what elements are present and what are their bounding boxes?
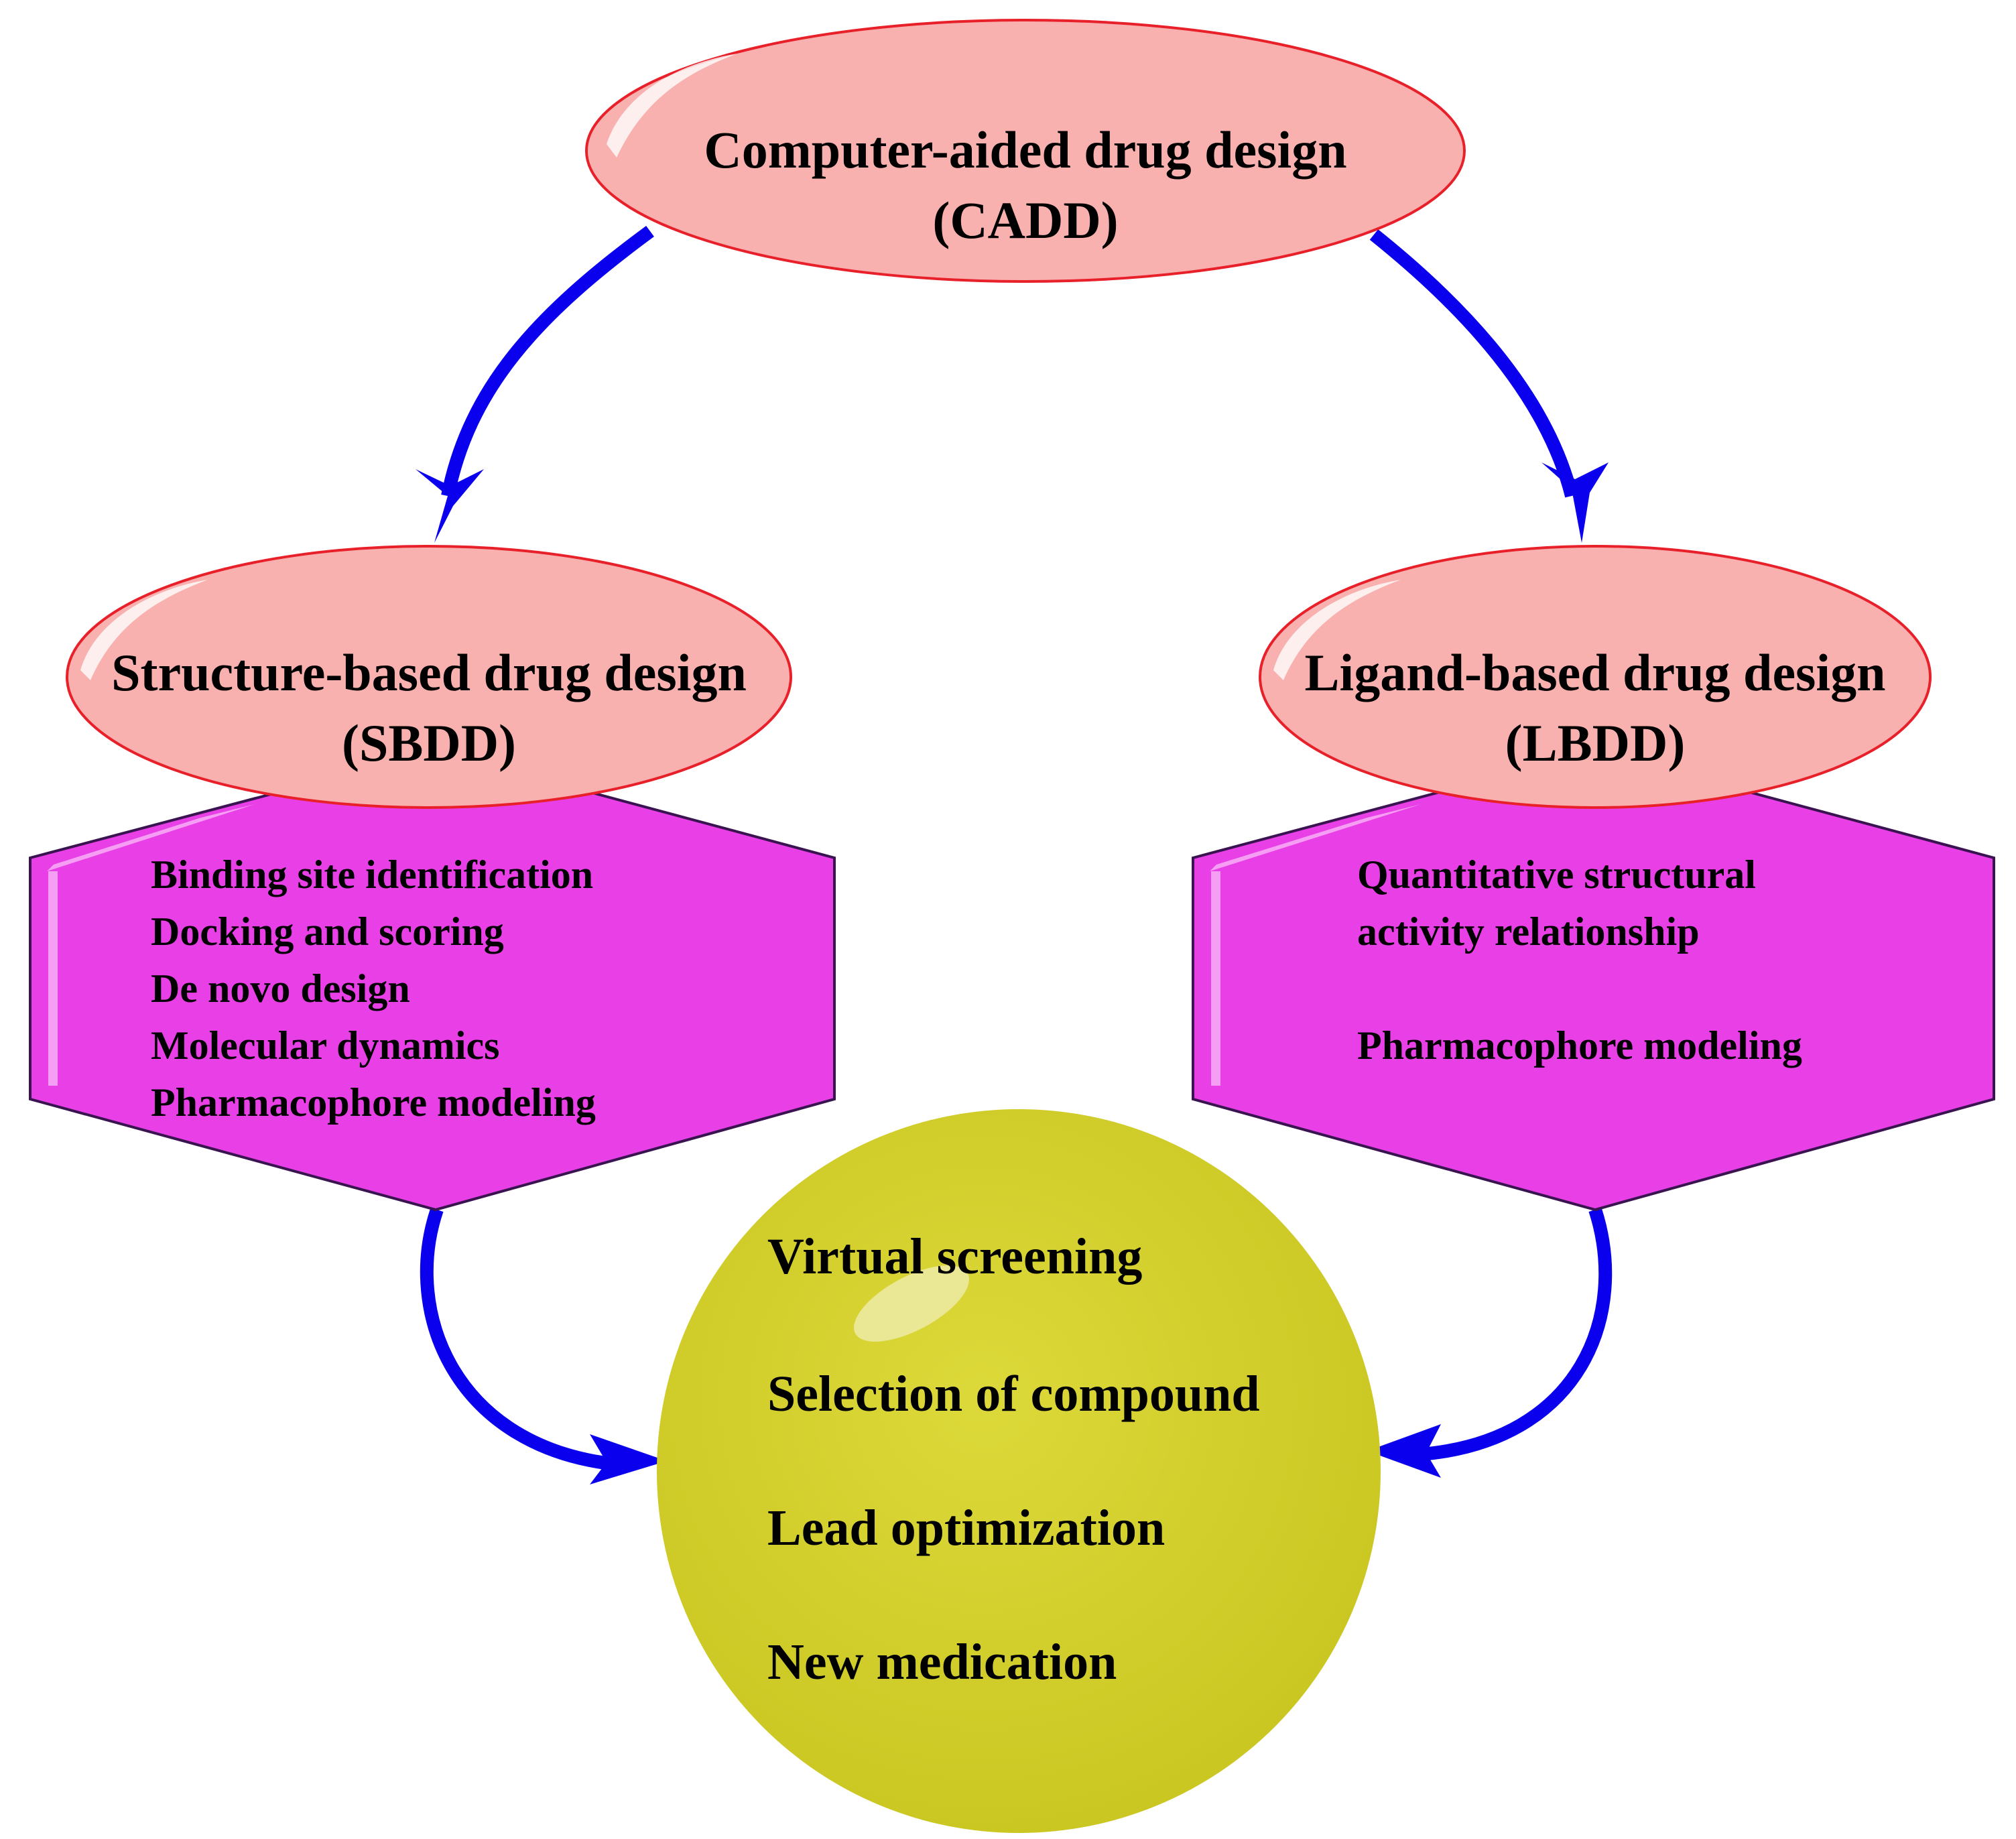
outcome-step-1: Selection of compound [767, 1366, 1260, 1422]
arrow-cadd-to-lbdd [1369, 229, 1578, 498]
lbdd-method-0: Quantitative structural [1357, 852, 1756, 897]
lbdd-hexagon-highlight [1210, 804, 1421, 871]
sbdd-title-line1: Structure-based drug design [111, 643, 747, 702]
sbdd-method-0: Binding site identification [151, 852, 593, 897]
sbdd-ellipse [66, 545, 792, 809]
sbdd-highlight [80, 580, 208, 680]
outcome-highlight [854, 1265, 969, 1342]
lbdd-hexagon-highlight-edge [1211, 871, 1220, 1086]
arrow-cadd-to-sbdd [441, 225, 654, 497]
sbdd-node: Structure-based drug design (SBDD) [66, 545, 792, 809]
lbdd-node: Ligand-based drug design (LBDD) [1259, 545, 1932, 809]
lbdd-methods-hexagon: Quantitative structural activity relatio… [1192, 749, 1995, 1212]
outcome-step-0: Virtual screening [767, 1228, 1142, 1285]
arrow-cadd-to-lbdd-head [1541, 462, 1609, 543]
cadd-node: Computer-aided drug design (CADD) [585, 19, 1466, 283]
lbdd-title-line2: (LBDD) [1505, 714, 1686, 772]
outcome-step-2: Lead optimization [767, 1500, 1165, 1556]
lbdd-highlight [1273, 580, 1401, 680]
cadd-title-line1: Computer-aided drug design [704, 121, 1346, 179]
sbdd-method-2: De novo design [151, 966, 410, 1011]
outcome-node: Virtual screening Selection of compound … [657, 1109, 1381, 1833]
sbdd-method-4: Pharmacophore modeling [151, 1080, 596, 1125]
arrow-cadd-to-sbdd-head [416, 469, 484, 543]
sbdd-hexagon-highlight-edge [48, 871, 58, 1086]
cadd-ellipse [585, 19, 1466, 283]
sbdd-title-line2: (SBDD) [342, 714, 516, 772]
outcome-circle [657, 1109, 1381, 1833]
outcome-step-3: New medication [767, 1634, 1117, 1690]
sbdd-hexagon-highlight [47, 804, 255, 871]
arrow-sbdd-to-outcome [420, 1207, 618, 1471]
sbdd-methods-hexagon: Binding site identification Docking and … [29, 749, 836, 1212]
sbdd-method-3: Molecular dynamics [151, 1023, 500, 1068]
lbdd-hexagon-shape [1192, 749, 1995, 1212]
lbdd-ellipse [1259, 545, 1932, 809]
arrow-lbdd-to-outcome-head [1367, 1424, 1441, 1478]
arrow-sbdd-to-outcome-head [590, 1434, 667, 1484]
cadd-highlight [607, 54, 737, 157]
lbdd-method-1: activity relationship [1357, 909, 1700, 954]
arrow-lbdd-to-outcome [1420, 1207, 1613, 1461]
cadd-title-line2: (CADD) [932, 191, 1118, 249]
arrows [416, 225, 1613, 1484]
lbdd-title-line1: Ligand-based drug design [1305, 643, 1886, 702]
lbdd-method-2: Pharmacophore modeling [1357, 1023, 1802, 1068]
sbdd-method-1: Docking and scoring [151, 909, 504, 954]
